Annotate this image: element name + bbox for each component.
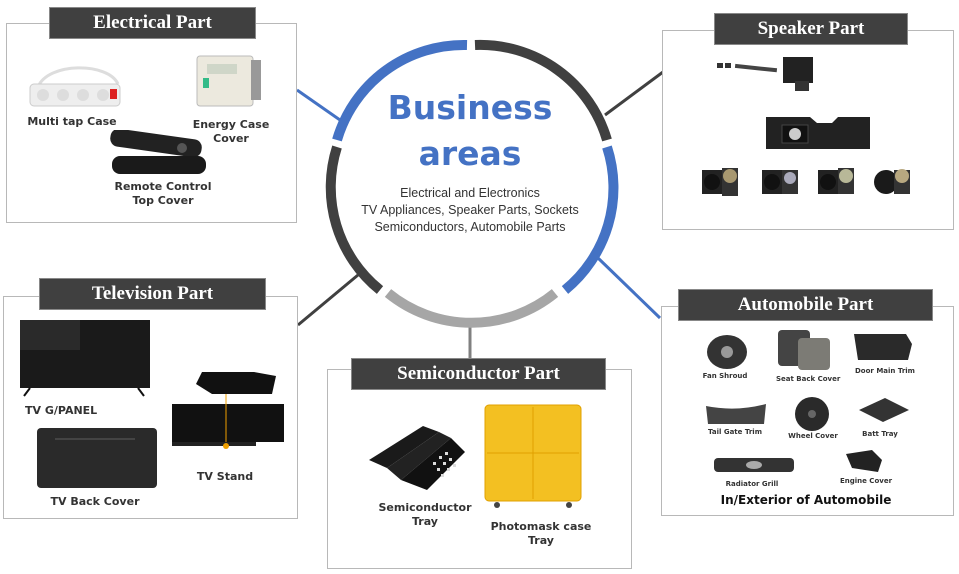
electrical-panel-title: Electrical Part bbox=[49, 7, 256, 39]
center-title-line2: areas bbox=[418, 134, 522, 173]
speaker-bracket-image bbox=[717, 57, 813, 91]
item-label-engine-cover: Engine Cover bbox=[839, 477, 893, 485]
tv-stand-image bbox=[172, 372, 284, 449]
fan-shroud-image bbox=[707, 335, 747, 369]
center-subtitle-line: Electrical and Electronics bbox=[400, 186, 540, 200]
item-label-remote-control: Remote Control Top Cover bbox=[114, 180, 212, 207]
item-label-photomask-case: Photomask case Tray bbox=[490, 520, 592, 547]
connector-automobile bbox=[596, 256, 662, 320]
item-label-multi-tap-case: Multi tap Case bbox=[27, 115, 117, 128]
item-label-tv-stand: TV Stand bbox=[196, 470, 254, 483]
item-label-tv-back-cover: TV Back Cover bbox=[50, 495, 140, 508]
ring-arc-gray-bottom bbox=[384, 289, 559, 328]
item-label-energy-case-cover: Energy Case Cover bbox=[192, 118, 270, 145]
item-label-seat-back-cover: Seat Back Cover bbox=[776, 375, 841, 383]
connector-electrical bbox=[296, 88, 341, 122]
speaker-enclosure-image bbox=[766, 117, 870, 149]
item-label-door-main-trim: Door Main Trim bbox=[855, 367, 915, 375]
automobile-panel-title: Automobile Part bbox=[678, 289, 933, 321]
connector-television bbox=[297, 273, 359, 327]
center-subtitle-line: TV Appliances, Speaker Parts, Sockets bbox=[361, 203, 579, 217]
wheel-cover-image bbox=[795, 397, 829, 431]
ring-arc-blue-right bbox=[561, 145, 619, 294]
ring-arc-blue-top-left bbox=[332, 39, 468, 142]
door-main-trim-image bbox=[854, 334, 912, 360]
item-label-semiconductor-tray: Semiconductor Tray bbox=[378, 501, 472, 528]
center-subtitle-line: Semiconductors, Automobile Parts bbox=[374, 220, 566, 234]
center-subtitle: Electrical and Electronics TV Appliances… bbox=[345, 185, 595, 236]
remote-control-image bbox=[110, 130, 206, 174]
connector-speaker bbox=[604, 70, 664, 117]
item-label-wheel-cover: Wheel Cover bbox=[788, 432, 838, 440]
item-label-radiator-grill: Radiator Grill bbox=[725, 480, 779, 488]
item-label-batt-tray: Batt Tray bbox=[862, 430, 898, 438]
center-title-line1: Business bbox=[387, 88, 553, 127]
batt-tray-image bbox=[859, 398, 909, 422]
energy-case-image bbox=[196, 55, 261, 107]
tv-panel-image bbox=[20, 320, 150, 397]
semiconductor-tray-image bbox=[369, 426, 465, 490]
speaker-panel-title: Speaker Part bbox=[714, 13, 908, 45]
center-title: Business areas bbox=[360, 85, 580, 177]
automobile-caption: In/Exterior of Automobile bbox=[720, 493, 892, 507]
ring-arc-dark-left bbox=[325, 145, 384, 294]
radiator-grill-image bbox=[714, 458, 794, 472]
item-label-tail-gate-trim: Tail Gate Trim bbox=[708, 428, 762, 436]
tail-gate-trim-image bbox=[706, 404, 766, 424]
ring-arc-dark-top-right bbox=[474, 39, 612, 142]
engine-cover-image bbox=[846, 450, 882, 472]
tv-back-cover-image bbox=[37, 428, 157, 488]
item-label-tv-panel: TV G/PANEL bbox=[25, 404, 98, 417]
seat-back-cover-image bbox=[778, 330, 830, 370]
multi-tap-image bbox=[29, 66, 121, 107]
item-label-fan-shroud: Fan Shroud bbox=[702, 372, 748, 380]
photomask-case-image bbox=[484, 404, 582, 508]
television-panel-title: Television Part bbox=[39, 278, 266, 310]
speaker-units-image bbox=[702, 168, 910, 196]
semiconductor-panel-title: Semiconductor Part bbox=[351, 358, 606, 390]
